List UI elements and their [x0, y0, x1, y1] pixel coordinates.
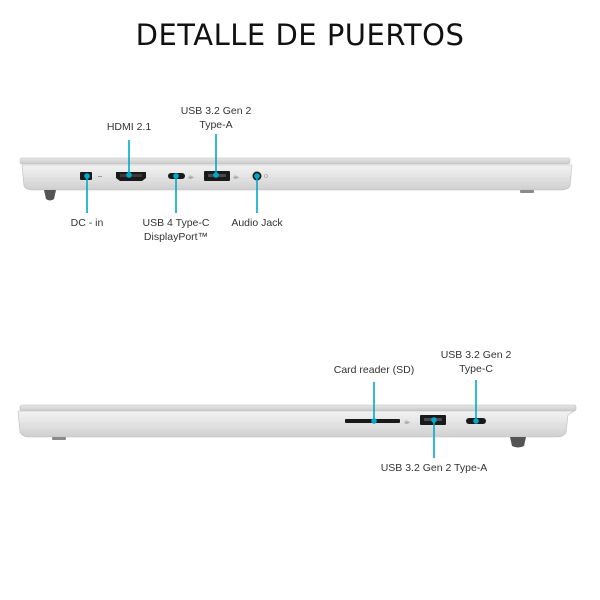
laptop-right-side: ⟴: [17, 380, 577, 458]
svg-text:⎓: ⎓: [98, 174, 102, 180]
label-audio-jack: Audio Jack: [231, 217, 283, 229]
dc-in-leader-dot: [84, 173, 90, 179]
laptop-left-side: ⎓ ⟴ ⟴: [19, 134, 573, 213]
label-usb4-line2: DisplayPort™: [143, 231, 209, 243]
label-usb-a-line1: USB 3.2 Gen 2: [180, 105, 252, 117]
usb-a-right-leader-dot: [431, 417, 437, 423]
label-usb-c-line2: Type-C: [459, 363, 493, 375]
label-usb4-line1: USB 4 Type-C: [142, 217, 210, 229]
dc-in-port: ⎓: [80, 172, 102, 180]
card-reader-leader-dot: [371, 418, 377, 424]
label-usb-a-right: USB 3.2 Gen 2 Type-A: [380, 462, 488, 474]
svg-text:⟴: ⟴: [233, 175, 239, 181]
svg-text:⟴: ⟴: [404, 420, 410, 426]
audio-leader-dot: [254, 173, 260, 179]
usb-a-leader-dot: [213, 172, 219, 178]
label-hdmi: HDMI 2.1: [106, 121, 152, 133]
label-usb-c-line1: USB 3.2 Gen 2: [440, 349, 512, 361]
usb-c-leader-dot: [473, 418, 479, 424]
label-dc-in: DC - in: [70, 217, 104, 229]
svg-text:⟴: ⟴: [188, 175, 194, 181]
usb4-leader-dot: [173, 173, 179, 179]
page-title: DETALLE DE PUERTOS: [135, 18, 465, 52]
hdmi-leader-dot: [126, 172, 132, 178]
label-card-reader: Card reader (SD): [333, 364, 415, 376]
label-usb-a-line2: Type-A: [199, 119, 233, 131]
